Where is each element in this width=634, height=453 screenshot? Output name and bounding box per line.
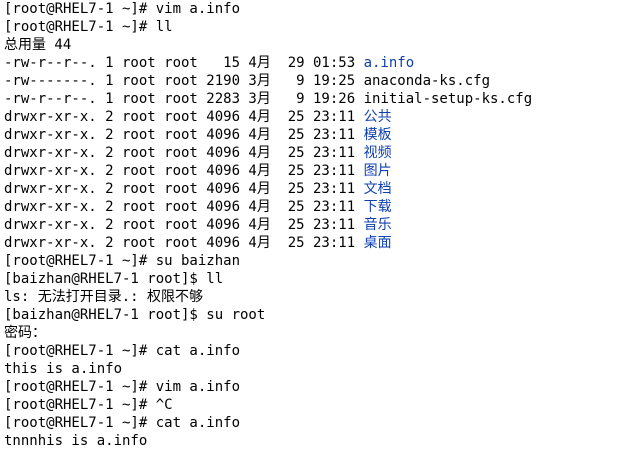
terminal-line: drwxr-xr-x. 2 root root 4096 4月 25 23:11… — [4, 216, 634, 234]
listing-prefix: drwxr-xr-x. 2 root root 4096 4月 25 23:11 — [4, 235, 364, 251]
output-text: this is a.info — [4, 361, 123, 377]
error-text: ls: 无法打开目录.: 权限不够 — [4, 289, 204, 305]
directory-xiazai: 下载 — [363, 199, 392, 215]
terminal-line: [root@RHEL7-1 ~]# cat a.info — [4, 414, 634, 432]
terminal-line: [root@RHEL7-1 ~]# ll — [4, 18, 634, 36]
listing-prefix: drwxr-xr-x. 2 root root 4096 4月 25 23:11 — [4, 217, 364, 233]
directory-zhuomian: 桌面 — [363, 235, 392, 251]
terminal-line: drwxr-xr-x. 2 root root 4096 4月 25 23:11… — [4, 234, 634, 252]
terminal-line: drwxr-xr-x. 2 root root 4096 4月 25 23:11… — [4, 126, 634, 144]
listing-row: -rw-r--r--. 1 root root 2283 3月 9 19:26 … — [4, 91, 533, 107]
terminal-line: ls: 无法打开目录.: 权限不够 — [4, 288, 634, 306]
directory-gonggong: 公共 — [363, 109, 392, 125]
directory-moban: 模板 — [363, 127, 392, 143]
directory-yinyue: 音乐 — [363, 217, 392, 233]
terminal-line: drwxr-xr-x. 2 root root 4096 4月 25 23:11… — [4, 108, 634, 126]
command-text: [root@RHEL7-1 ~]# cat a.info — [4, 415, 241, 431]
terminal-line: tnnnhis is a.info — [4, 432, 634, 450]
terminal-line: this is a.info — [4, 360, 634, 378]
file-a-info: a.info — [363, 55, 415, 71]
terminal-line: drwxr-xr-x. 2 root root 4096 4月 25 23:11… — [4, 144, 634, 162]
terminal-line: drwxr-xr-x. 2 root root 4096 4月 25 23:11… — [4, 180, 634, 198]
listing-prefix: drwxr-xr-x. 2 root root 4096 4月 25 23:11 — [4, 199, 364, 215]
terminal-line: [baizhan@RHEL7-1 root]$ su root — [4, 306, 634, 324]
command-text: [root@RHEL7-1 ~]# ^C — [4, 397, 173, 413]
command-text: [root@RHEL7-1 ~]# vim a.info — [4, 1, 241, 17]
password-prompt: 密码： — [4, 325, 46, 341]
directory-wendang: 文档 — [363, 181, 392, 197]
listing-prefix: -rw-r--r--. 1 root root 15 4月 29 01:53 — [4, 55, 364, 71]
terminal-line: [root@RHEL7-1 ~]# su baizhan — [4, 252, 634, 270]
terminal-line: -rw-------. 1 root root 2190 3月 9 19:25 … — [4, 72, 634, 90]
terminal-line: [root@RHEL7-1 ~]# vim a.info — [4, 378, 634, 396]
listing-prefix: drwxr-xr-x. 2 root root 4096 4月 25 23:11 — [4, 181, 364, 197]
listing-prefix: drwxr-xr-x. 2 root root 4096 4月 25 23:11 — [4, 127, 364, 143]
command-text: [baizhan@RHEL7-1 root]$ ll — [4, 271, 224, 287]
terminal-line: [root@RHEL7-1 ~]# cat a.info — [4, 342, 634, 360]
terminal-line: 密码： — [4, 324, 634, 342]
listing-prefix: drwxr-xr-x. 2 root root 4096 4月 25 23:11 — [4, 145, 364, 161]
output-text: 总用量 44 — [4, 37, 72, 53]
terminal-line: drwxr-xr-x. 2 root root 4096 4月 25 23:11… — [4, 198, 634, 216]
command-text: [root@RHEL7-1 ~]# ll — [4, 19, 173, 35]
command-text: [root@RHEL7-1 ~]# vim a.info — [4, 379, 241, 395]
terminal-line: [root@RHEL7-1 ~]# vim a.info — [4, 0, 634, 18]
terminal-line: -rw-r--r--. 1 root root 2283 3月 9 19:26 … — [4, 90, 634, 108]
listing-prefix: drwxr-xr-x. 2 root root 4096 4月 25 23:11 — [4, 109, 364, 125]
command-text: [root@RHEL7-1 ~]# cat a.info — [4, 343, 241, 359]
listing-prefix: drwxr-xr-x. 2 root root 4096 4月 25 23:11 — [4, 163, 364, 179]
directory-shipin: 视频 — [363, 145, 392, 161]
directory-tupian: 图片 — [363, 163, 392, 179]
terminal-line: 总用量 44 — [4, 36, 634, 54]
command-text: [root@RHEL7-1 ~]# su baizhan — [4, 253, 241, 269]
terminal-line: drwxr-xr-x. 2 root root 4096 4月 25 23:11… — [4, 162, 634, 180]
terminal-line: -rw-r--r--. 1 root root 15 4月 29 01:53 a… — [4, 54, 634, 72]
terminal-line: [baizhan@RHEL7-1 root]$ ll — [4, 270, 634, 288]
command-text: [baizhan@RHEL7-1 root]$ su root — [4, 307, 266, 323]
terminal-line: [root@RHEL7-1 ~]# ^C — [4, 396, 634, 414]
output-text: tnnnhis is a.info — [4, 433, 148, 449]
listing-row: -rw-------. 1 root root 2190 3月 9 19:25 … — [4, 73, 491, 89]
